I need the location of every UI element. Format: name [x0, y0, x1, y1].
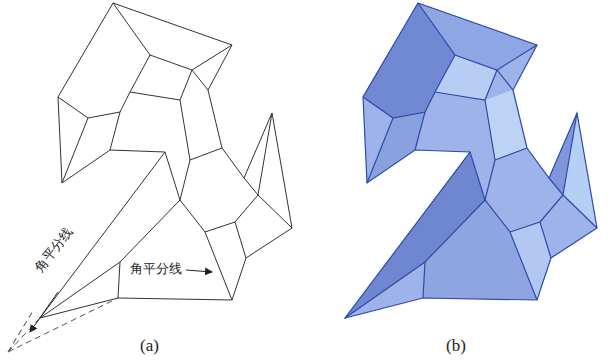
panel-caption: (b)	[446, 336, 466, 356]
shaded-model	[345, 3, 597, 318]
outline-drawing	[40, 3, 292, 318]
bisector-label: 角平分线	[128, 262, 184, 276]
leader-arrows	[30, 270, 212, 332]
bisector-label: 角平分线	[31, 223, 77, 276]
extension-lines	[1, 298, 118, 352]
panel-caption: (a)	[140, 336, 159, 356]
